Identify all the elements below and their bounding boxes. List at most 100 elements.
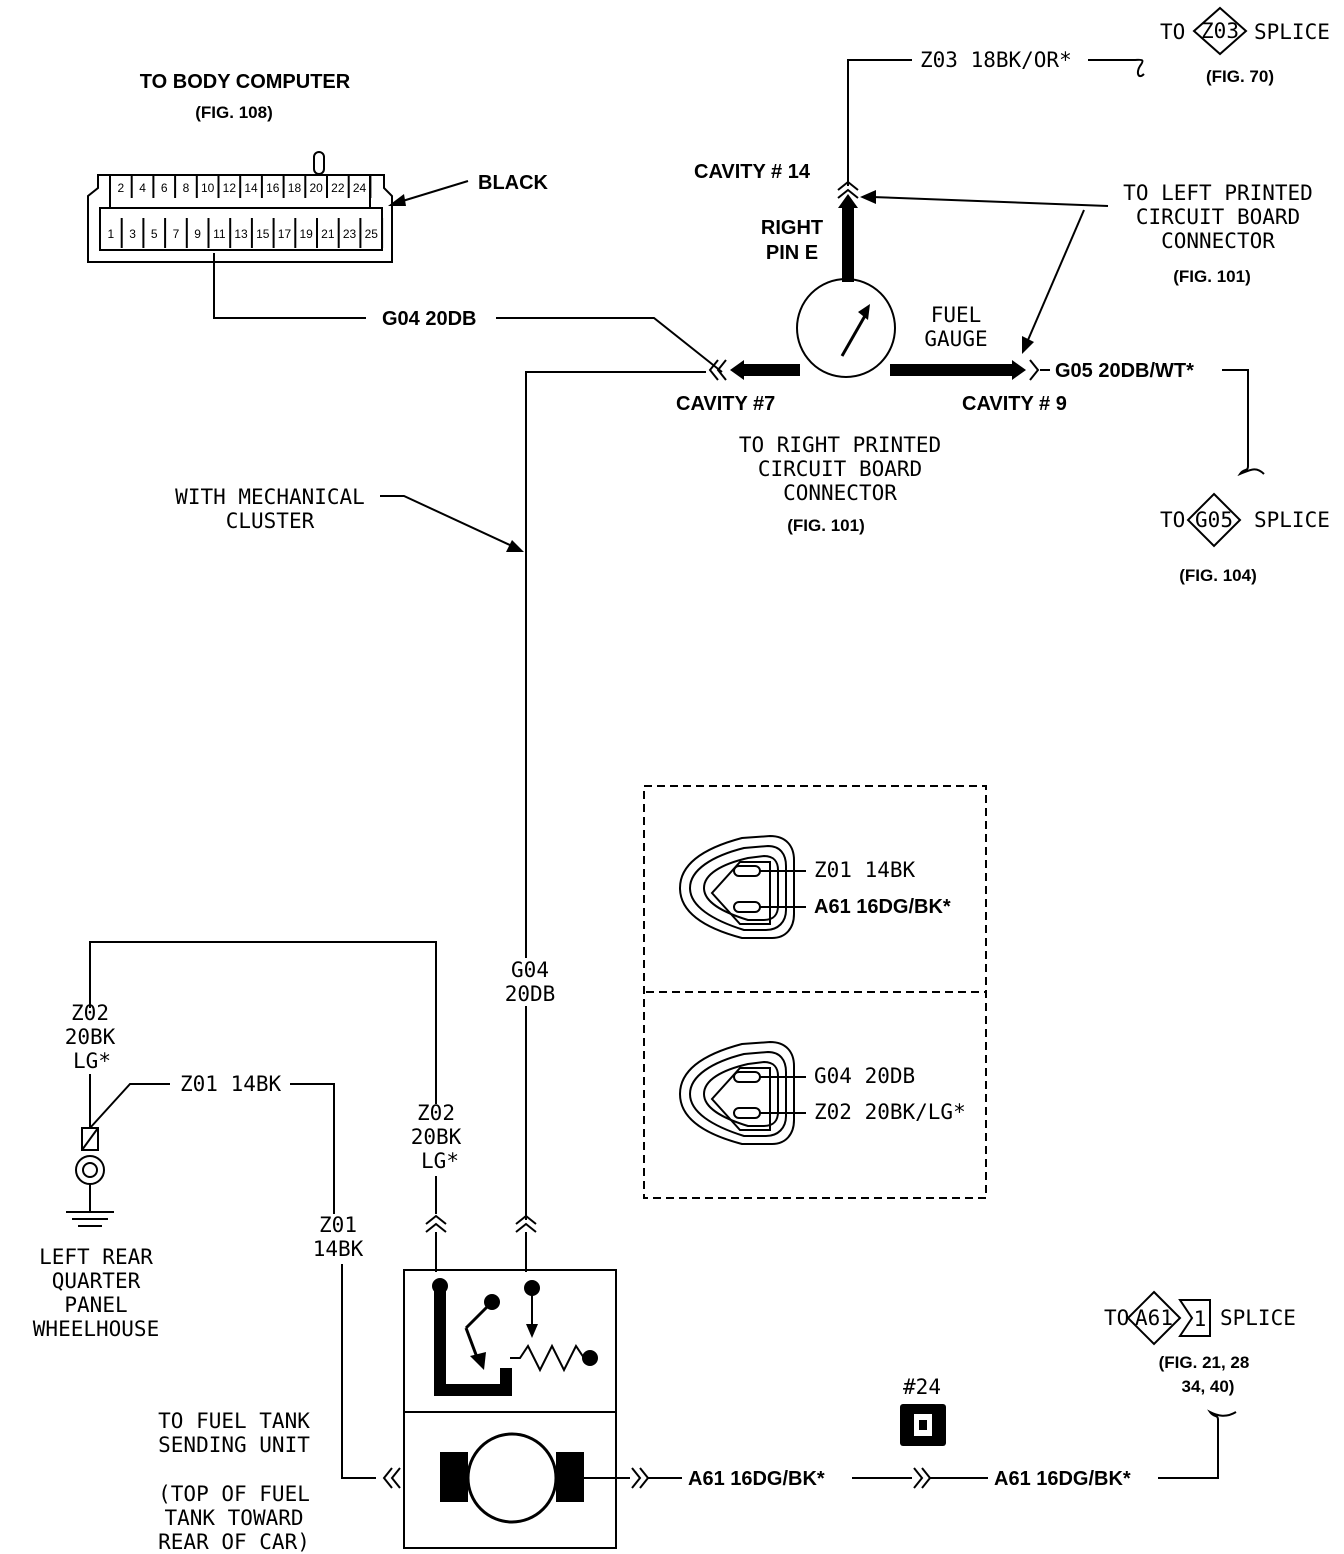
fuel-gauge-label-1: FUEL [931,303,982,327]
connector-color-label: BLACK [478,172,549,194]
pin-number: 8 [183,181,190,195]
a61-wire [1158,1409,1237,1479]
z01-ground-label: Z01 14BK [180,1072,282,1096]
fuel-tank-sending-unit: TO FUEL TANK SENDING UNIT (TOP OF FUEL T… [158,1214,617,1554]
pin-number: 7 [173,227,180,241]
body-computer-fig: (FIG. 108) [195,103,272,122]
right-pcb-line1: TO RIGHT PRINTED [739,433,941,457]
pin-number: 20 [309,181,323,195]
a61-splice-fig-2: 34, 40) [1182,1377,1235,1396]
pin-number: 18 [288,181,302,195]
z02-mid-label-2: 20BK [411,1125,462,1149]
a61-splice-num: 1 [1194,1307,1207,1331]
a61-splice: TO A61 1 SPLICE (FIG. 21, 28 34, 40) [1104,1290,1296,1396]
a61-splice-word: SPLICE [1220,1306,1296,1330]
z03-splice-word: SPLICE [1254,20,1330,44]
g05-wire [1222,369,1265,477]
fuel-gauge-label-2: GAUGE [924,327,987,351]
right-pcb-line2: CIRCUIT BOARD [758,457,922,481]
a61-splice-to: TO [1104,1306,1129,1330]
upper-pin1-label: Z01 14BK [814,858,916,882]
g04-wire-top [213,253,366,319]
g04-top-label: G04 20DB [382,308,477,330]
left-pcb-line2: CIRCUIT BOARD [1136,205,1300,229]
pin-number: 11 [213,227,226,241]
sending-unit-label-4: TANK TOWARD [164,1506,303,1530]
g04-vert-label-1: G04 [511,958,549,982]
pin-number: 19 [299,227,313,241]
z03-wire-label: Z03 18BK/OR* [920,48,1072,72]
pin-number: 15 [256,227,270,241]
z02-left-label-3: LG* [73,1049,111,1073]
cavity-14-label: CAVITY # 14 [694,161,811,183]
right-pin-label-2: PIN E [766,242,818,264]
g05-splice: TO G05 SPLICE (FIG. 104) [1160,492,1330,585]
right-pcb-fig: (FIG. 101) [787,516,864,535]
ground-symbol: Z01 14BK LEFT REAR QUARTER PANEL WHEELHO… [33,1072,335,1341]
z02-left-label-2: 20BK [65,1025,116,1049]
ground-label-1: LEFT REAR [39,1245,153,1269]
connector-ref-label: #24 [903,1375,941,1399]
pin-number: 5 [151,227,158,241]
a61-splice-fig-1: (FIG. 21, 28 [1159,1353,1250,1372]
a61-splice-code: A61 [1135,1306,1173,1330]
pin-number: 25 [365,227,379,241]
left-pcb-fig: (FIG. 101) [1173,267,1250,286]
cavity-7-label: CAVITY #7 [676,393,775,415]
connector-24-icon [900,1404,946,1446]
pin-number: 2 [118,181,125,195]
pin-number: 4 [139,181,146,195]
left-pcb-line3: CONNECTOR [1161,229,1275,253]
g04-vert-label-2: 20DB [505,982,556,1006]
left-pcb-line1: TO LEFT PRINTED [1123,181,1313,205]
lower-connector-view: G04 20DB Z02 20BK/LG* [678,1040,966,1145]
sending-unit-label-5: REAR OF CAR) [158,1530,310,1554]
sending-unit-label-1: TO FUEL TANK [158,1409,310,1433]
pin-number: 23 [343,227,357,241]
z01-vert-label-2: 14BK [313,1237,364,1261]
pin-number: 10 [201,181,215,195]
left-pcb-callout: TO LEFT PRINTED CIRCUIT BOARD CONNECTOR … [860,181,1313,354]
lower-pin2-label: Z02 20BK/LG* [814,1100,966,1124]
z02-mid-label-3: LG* [421,1149,459,1173]
g05-wire-label: G05 20DB/WT* [1055,360,1194,382]
g05-splice-code: G05 [1195,508,1233,532]
pin-number: 9 [194,227,201,241]
z02-mid-label-1: Z02 [417,1101,455,1125]
z03-wire [847,59,912,186]
sending-unit-label-3: (TOP OF FUEL [158,1482,310,1506]
right-pcb-line3: CONNECTOR [783,481,897,505]
upper-connector-view: Z01 14BK A61 16DG/BK* [678,834,951,939]
mechanical-cluster-line2: CLUSTER [226,509,315,533]
z03-splice-fig: (FIG. 70) [1206,67,1274,86]
ground-label-3: PANEL [64,1293,127,1317]
right-pin-label-1: RIGHT [761,217,823,239]
connector-detail-box: Z01 14BK A61 16DG/BK* G04 20DB Z02 20BK/… [643,785,987,1199]
mechanical-cluster-line1: WITH MECHANICAL [175,485,365,509]
a61-right-label: A61 16DG/BK* [994,1468,1131,1490]
a61-left-label: A61 16DG/BK* [688,1468,825,1490]
pin-number: 6 [161,181,168,195]
right-pcb-callout: TO RIGHT PRINTED CIRCUIT BOARD CONNECTOR… [739,433,941,535]
z01-vert-label-1: Z01 [319,1213,357,1237]
pin-number: 3 [129,227,136,241]
pin-number: 16 [266,181,280,195]
pin-number: 21 [321,227,335,241]
g05-splice-word: SPLICE [1254,508,1330,532]
ground-label-4: WHEELHOUSE [33,1317,159,1341]
pin-number: 24 [353,181,367,195]
z03-splice-code: Z03 [1201,19,1239,43]
g05-splice-fig: (FIG. 104) [1179,566,1256,585]
fuel-gauge: CAVITY # 14 RIGHT PIN E FUEL GAUGE CAVIT… [676,161,1067,415]
lower-pin1-label: G04 20DB [814,1064,915,1088]
sending-unit-label-2: SENDING UNIT [158,1433,310,1457]
z02-left-label-1: Z02 [71,1001,109,1025]
upper-pin2-label: A61 16DG/BK* [814,896,951,918]
pin-number: 14 [244,181,258,195]
z03-splice-to: TO [1160,20,1185,44]
fuel-gauge-dial [796,278,896,378]
cavity-9-label: CAVITY # 9 [962,393,1067,415]
